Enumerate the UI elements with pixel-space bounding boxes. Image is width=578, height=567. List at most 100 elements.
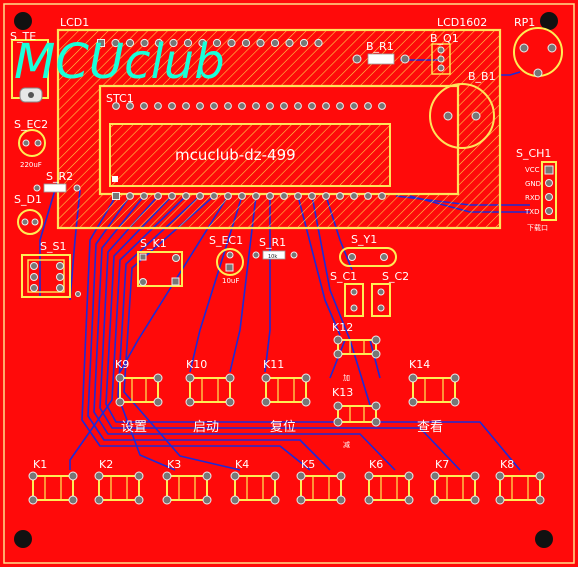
serial-pin-gnd: GND — [525, 180, 541, 188]
key-footprint — [333, 401, 381, 427]
resistor-s-r1 — [252, 250, 298, 260]
designator-stc1: STC1 — [106, 92, 134, 105]
value-s-r1: 10k — [268, 254, 277, 260]
pad — [336, 102, 344, 110]
pad — [202, 471, 212, 481]
pad — [112, 192, 120, 200]
pad — [182, 192, 190, 200]
value-s-ec1: 10uF — [222, 277, 239, 285]
pad — [408, 373, 418, 383]
bottom-key-label-k8: K8 — [500, 458, 514, 471]
serial-pin-vcc: VCC — [525, 166, 540, 174]
bottom-key-label-k7: K7 — [435, 458, 449, 471]
key-footprint — [261, 373, 311, 407]
function-label-view: 查看 — [417, 419, 443, 435]
caption-k13: 减 — [343, 440, 350, 449]
designator-s-s1: S_S1 — [40, 240, 66, 253]
pad — [230, 495, 240, 505]
pad — [371, 401, 381, 411]
key-footprint — [94, 471, 144, 505]
capacitor-s-ec1 — [216, 248, 244, 276]
caption-k12: 加 — [343, 373, 350, 382]
designator-b-b1: B_B1 — [468, 70, 496, 83]
pad — [333, 417, 343, 427]
copper-traces — [39, 59, 530, 471]
designator-s-ch1: S_CH1 — [516, 147, 551, 160]
pad — [378, 192, 386, 200]
pad — [314, 38, 323, 48]
pad — [252, 102, 260, 110]
pad — [470, 471, 480, 481]
pad — [322, 192, 330, 200]
key-footprint — [230, 471, 280, 505]
designator-k11: K11 — [263, 358, 284, 371]
pad — [308, 102, 316, 110]
designator-b-r1: B_R1 — [366, 40, 394, 53]
pad — [350, 102, 358, 110]
pad — [256, 38, 265, 48]
pad — [196, 102, 204, 110]
pad — [336, 495, 346, 505]
pad — [210, 102, 218, 110]
capacitors-s-c1-s-c2 — [344, 283, 391, 317]
pad — [154, 102, 162, 110]
lcd-header-pins — [97, 38, 323, 48]
capacitor-s-ec2 — [18, 129, 46, 157]
pad — [261, 373, 271, 383]
pad — [350, 192, 358, 200]
key-footprint — [115, 373, 163, 407]
pad — [364, 102, 372, 110]
designator-s-d1: S_D1 — [14, 193, 42, 206]
pad — [266, 192, 274, 200]
pad — [404, 495, 414, 505]
pad — [134, 495, 144, 505]
pad — [168, 192, 176, 200]
designator-s-c1: S_C1 — [330, 270, 357, 283]
key-footprint — [430, 471, 480, 505]
pad — [308, 192, 316, 200]
pad — [210, 192, 218, 200]
pad — [371, 417, 381, 427]
pad — [280, 192, 288, 200]
pad — [294, 192, 302, 200]
pad — [333, 335, 343, 345]
pad — [162, 471, 172, 481]
pad — [185, 397, 195, 407]
pad — [333, 401, 343, 411]
led-s-d1 — [17, 209, 43, 235]
pad — [336, 471, 346, 481]
pad — [154, 192, 162, 200]
designator-lcd1: LCD1 — [60, 16, 89, 29]
pad — [28, 471, 38, 481]
crystal-s-y1 — [339, 247, 397, 267]
pad — [430, 495, 440, 505]
pad — [183, 38, 193, 48]
pad — [336, 192, 344, 200]
pad — [296, 495, 306, 505]
pad — [252, 192, 260, 200]
key-footprint — [408, 373, 460, 407]
resistor-b-r1 — [352, 53, 410, 65]
designator-k9: K9 — [115, 358, 129, 371]
designator-b-q1: B_Q1 — [430, 32, 459, 45]
pad — [266, 102, 274, 110]
designator-s-c2: S_C2 — [382, 270, 409, 283]
pad — [270, 495, 280, 505]
designator-s-ec1: S_EC1 — [209, 234, 243, 247]
pad — [212, 38, 222, 48]
pad — [225, 373, 235, 383]
serial-pin-txd: TXD — [524, 208, 539, 216]
pad — [224, 102, 232, 110]
designator-k14: K14 — [409, 358, 430, 371]
pad — [94, 495, 104, 505]
pad — [202, 495, 212, 505]
pad — [140, 102, 148, 110]
bottom-key-label-k1: K1 — [33, 458, 47, 471]
pad — [408, 397, 418, 407]
key-footprint — [296, 471, 346, 505]
pad — [182, 102, 190, 110]
pad — [238, 192, 246, 200]
designator-s-k1: S_K1 — [140, 237, 167, 250]
